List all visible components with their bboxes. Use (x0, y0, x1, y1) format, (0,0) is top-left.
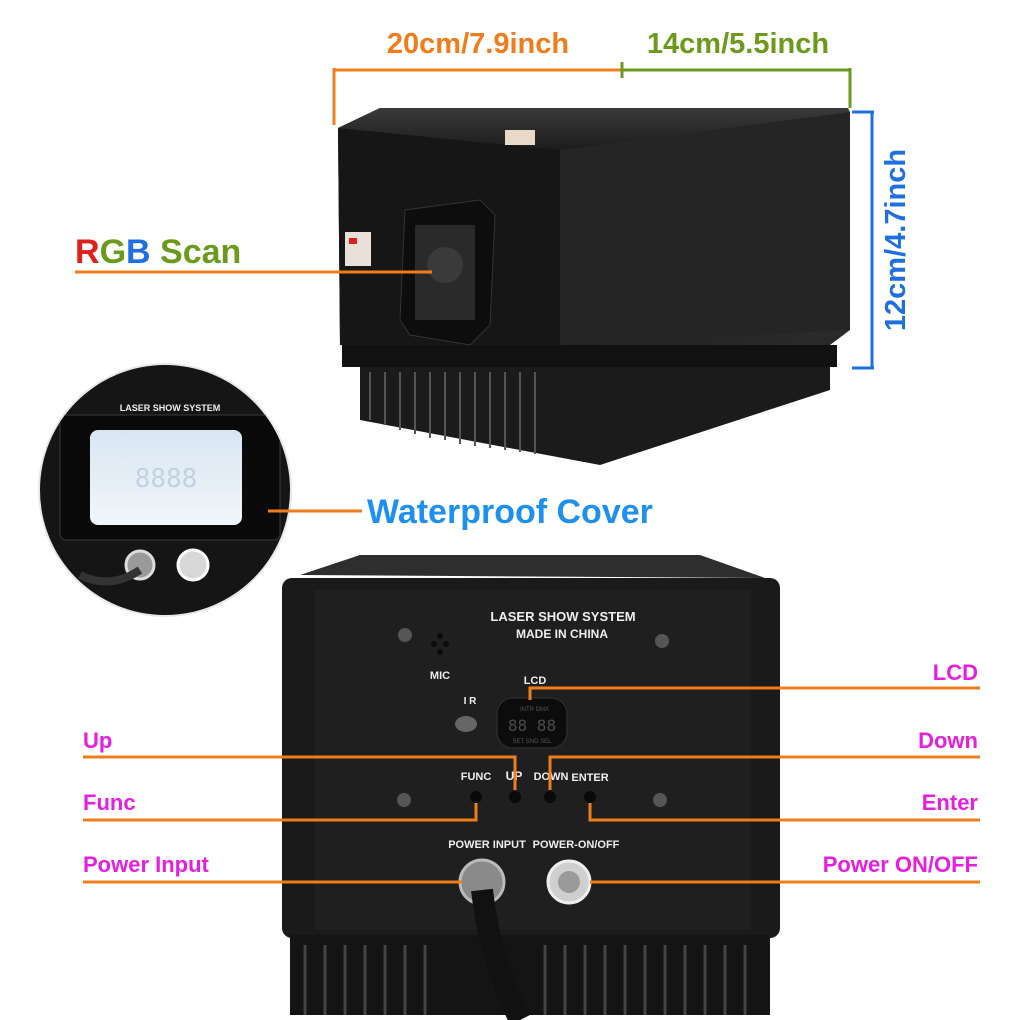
enter-callout: Enter (922, 790, 979, 815)
waterproof-cover-inset: LASER SHOW SYSTEM 8888 (38, 363, 292, 617)
enter-label: ENTER (571, 772, 608, 784)
down-button[interactable] (544, 791, 556, 803)
dimension-width: 14cm/5.5inch (620, 28, 852, 108)
mic-label: MIC (430, 670, 450, 682)
power-input-label: POWER INPUT (448, 839, 526, 851)
dimension-height: 12cm/4.7inch (852, 110, 912, 370)
panel-subtitle: MADE IN CHINA (516, 627, 608, 641)
func-label: FUNC (461, 771, 492, 783)
down-callout: Down (918, 728, 978, 753)
func-button[interactable] (470, 791, 482, 803)
panel-lcd-display: INTR DMX 88 88 SET SND SEL (496, 697, 568, 749)
dimension-length: 20cm/7.9inch (332, 28, 622, 125)
lcd-callout: LCD (933, 660, 978, 685)
svg-text:88 88: 88 88 (508, 716, 556, 735)
svg-text:SET SND SEL: SET SND SEL (513, 739, 553, 745)
callout-waterproof-cover: Waterproof Cover (268, 493, 653, 531)
laser-unit-rear-panel: LASER SHOW SYSTEM MADE IN CHINA MIC LCD … (282, 555, 780, 1020)
svg-text:INTR DMX: INTR DMX (520, 707, 549, 713)
func-callout: Func (83, 790, 136, 815)
power-input-callout: Power Input (83, 852, 210, 877)
up-callout: Up (83, 728, 112, 753)
ir-sensor (455, 716, 477, 732)
power-onoff-callout: Power ON/OFF (823, 852, 978, 877)
enter-button[interactable] (584, 791, 596, 803)
power-onoff-label: POWER-ON/OFF (533, 839, 620, 851)
inset-display: 8888 (135, 464, 198, 494)
callout-rgb-scan: RGB Scan (75, 233, 432, 274)
callout-lines (83, 686, 980, 884)
laser-aperture (345, 199, 496, 346)
ir-label: I R (464, 696, 478, 707)
length-label: 20cm/7.9inch (387, 28, 569, 60)
height-label: 12cm/4.7inch (880, 149, 912, 331)
laser-unit-top-view (338, 108, 850, 465)
heatsink (360, 367, 830, 465)
panel-title: LASER SHOW SYSTEM (490, 609, 635, 624)
panel-lcd-label: LCD (524, 675, 547, 687)
rgb-scan-label: RGB Scan (75, 233, 241, 271)
up-button[interactable] (509, 791, 521, 803)
inset-title: LASER SHOW SYSTEM (120, 403, 221, 413)
warning-label (505, 130, 535, 145)
width-label: 14cm/5.5inch (647, 28, 829, 60)
waterproof-cover-label: Waterproof Cover (367, 493, 653, 531)
